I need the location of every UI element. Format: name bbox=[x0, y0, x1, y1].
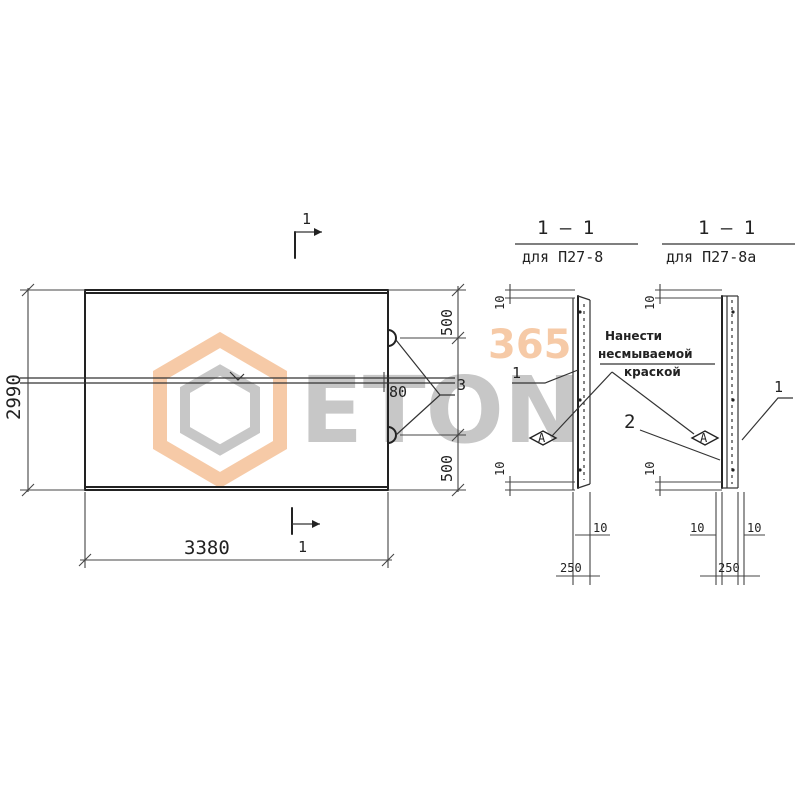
watermark: ETON 365 bbox=[153, 322, 581, 489]
section-left-dim-bottom: 10 bbox=[493, 462, 507, 476]
section-left-dim-right: 10 bbox=[593, 521, 607, 535]
section-left-marking-symbol: А bbox=[538, 431, 546, 445]
section-right-dim-left: 10 bbox=[690, 521, 704, 535]
watermark-logo-icon bbox=[153, 331, 287, 489]
section-marker-bottom: 1 bbox=[291, 507, 320, 556]
section-right: 1 — 1 для П27-8а 10 10 10 10 250 bbox=[611, 217, 795, 585]
section-right-callout-marking: 2 bbox=[624, 411, 635, 433]
section-right-callout-panel: 1 bbox=[774, 378, 783, 396]
dim-overall-width: 3380 bbox=[184, 537, 230, 559]
section-left-callout-panel: 1 bbox=[512, 364, 521, 382]
section-right-leader-2 bbox=[639, 429, 721, 461]
marking-note-line-3: краской bbox=[624, 365, 681, 379]
dim-bottom-gap: 500 bbox=[438, 455, 456, 482]
watermark-badge: 365 bbox=[488, 322, 572, 368]
plan-view: 3 1 1 2990 3380 bbox=[3, 210, 466, 568]
section-right-leader-1 bbox=[741, 397, 793, 441]
section-right-dim-bottom: 10 bbox=[643, 462, 657, 476]
dim-middle-gap: 80 bbox=[389, 383, 407, 401]
section-left: 1 — 1 для П27-8 10 10 10 250 1 bbox=[493, 217, 638, 585]
marking-note-line-2: несмываемой bbox=[598, 347, 693, 361]
section-marker-top: 1 bbox=[294, 210, 322, 259]
section-left-dim-width: 250 bbox=[560, 561, 582, 575]
dim-overall-height: 2990 bbox=[3, 374, 25, 420]
section-left-subtitle: для П27-8 bbox=[522, 248, 603, 266]
section-marker-top-label: 1 bbox=[302, 210, 311, 228]
section-right-marking-symbol: А bbox=[700, 431, 708, 445]
marking-note-line-1: Нанести bbox=[605, 329, 662, 343]
section-right-dim-top: 10 bbox=[643, 296, 657, 310]
lifting-loop-bottom-icon bbox=[387, 426, 397, 444]
section-marker-bottom-label: 1 bbox=[298, 538, 307, 556]
dim-top-gap: 500 bbox=[438, 309, 456, 336]
section-right-marking-icon: А bbox=[690, 430, 720, 446]
marking-note: Нанести несмываемой краской bbox=[598, 329, 715, 379]
section-left-marking-icon: А bbox=[528, 430, 558, 446]
section-right-title: 1 — 1 bbox=[698, 217, 755, 239]
watermark-brand: ETON bbox=[300, 357, 581, 464]
axis-break-mark-icon bbox=[229, 371, 245, 381]
section-right-dim-width: 250 bbox=[718, 561, 740, 575]
section-left-leader-1 bbox=[512, 369, 579, 384]
callout-lifting-loop: 3 bbox=[457, 376, 466, 394]
section-right-subtitle: для П27-8а bbox=[666, 248, 756, 266]
section-left-dim-top: 10 bbox=[493, 296, 507, 310]
section-right-dim-right: 10 bbox=[747, 521, 761, 535]
section-left-title: 1 — 1 bbox=[537, 217, 594, 239]
leader-loop-bottom bbox=[395, 394, 441, 436]
lifting-loop-top-icon bbox=[387, 329, 397, 347]
